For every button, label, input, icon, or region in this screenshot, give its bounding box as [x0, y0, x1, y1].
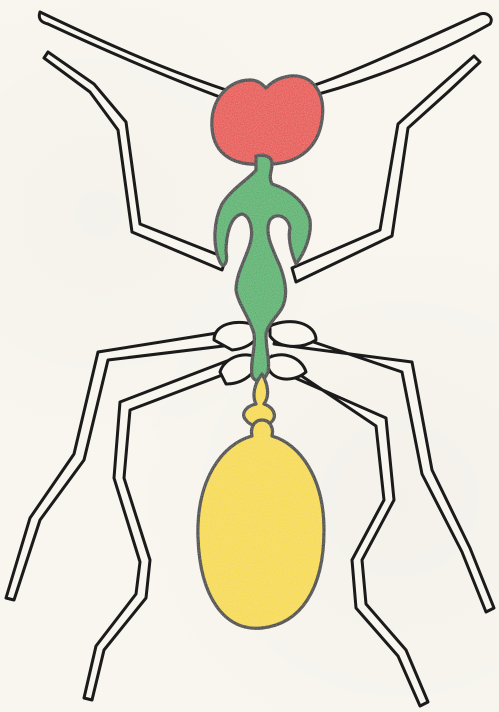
- right-antenna: [292, 14, 491, 100]
- ant-head: [212, 76, 323, 164]
- ant-petiole: [244, 374, 275, 426]
- coxa-right-upper: [270, 322, 316, 347]
- left-antenna: [39, 12, 232, 100]
- coxa-right-lower: [268, 355, 306, 379]
- ant-abdomen: [198, 420, 324, 628]
- front-left-leg: [44, 52, 226, 270]
